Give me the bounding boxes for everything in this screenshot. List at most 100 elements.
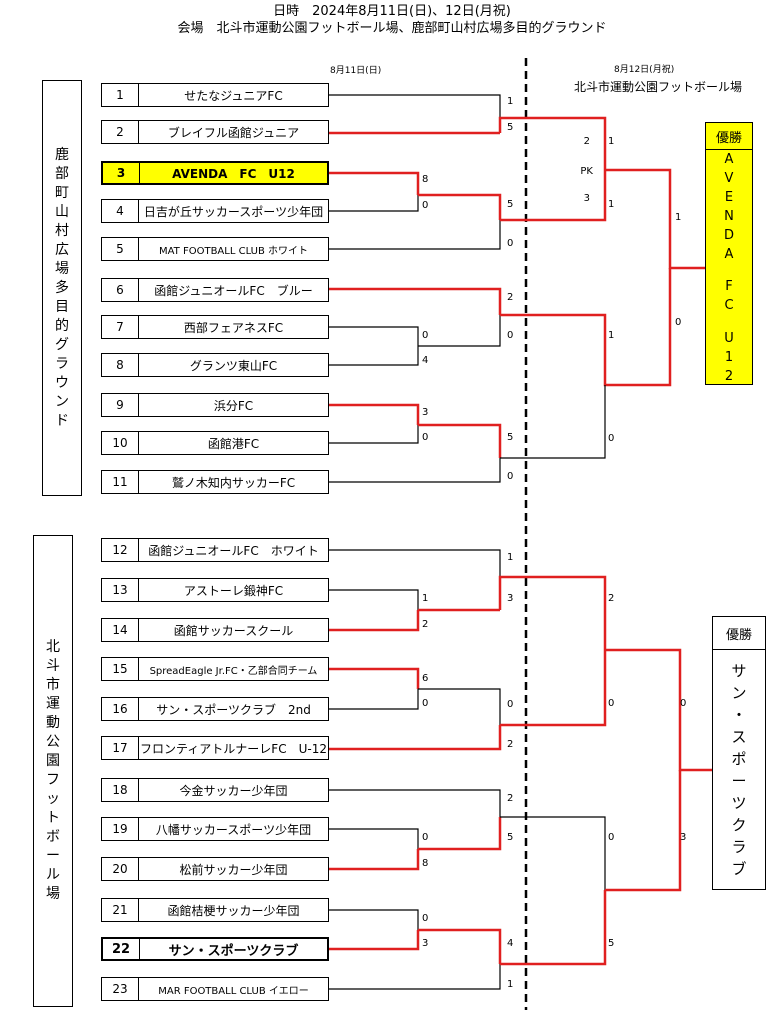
bracket-line xyxy=(418,688,501,725)
team-number: 23 xyxy=(102,978,139,1000)
team-name: 松前サッカー少年団 xyxy=(179,862,288,877)
team-number: 15 xyxy=(102,658,139,680)
team-number: 9 xyxy=(102,394,139,416)
day2-label: 8月12日(月祝) xyxy=(614,65,675,75)
bracket-line xyxy=(500,385,606,459)
team-name: 函館桔梗サッカー少年団 xyxy=(167,903,300,918)
score-label: 3 xyxy=(422,407,428,418)
venue-char: 場 xyxy=(55,260,69,277)
champion-char: 2 xyxy=(724,369,734,385)
team-number: 22 xyxy=(103,939,140,959)
bracket-line xyxy=(418,315,501,347)
score-label: 0 xyxy=(507,699,513,710)
score-label: 2 xyxy=(422,619,428,630)
bracket-line xyxy=(329,346,419,366)
team-name: AVENDA FC U12 xyxy=(172,166,295,181)
team-number: 5 xyxy=(102,238,139,260)
score-label: 8 xyxy=(422,174,428,185)
team-name: MAT FOOTBALL CLUB ホワイト xyxy=(158,245,309,257)
bracket-line xyxy=(329,94,501,133)
team-entry: 5 MAT FOOTBALL CLUB ホワイト xyxy=(101,237,329,261)
score-label: 1 xyxy=(422,593,428,604)
bracket-line xyxy=(329,789,501,817)
winner-path xyxy=(500,170,607,222)
bracket-line xyxy=(329,589,419,610)
team-name: フロンティアトルナーレFC U-12 xyxy=(140,741,327,756)
team-number: 4 xyxy=(102,200,139,222)
bracket-line xyxy=(329,964,501,990)
venue-char: 北 xyxy=(46,639,60,655)
venue-char: ン xyxy=(55,393,69,410)
team-number: 1 xyxy=(102,84,139,106)
venue-char: 部 xyxy=(55,165,69,182)
event-venues: 会場 北斗市運動公園フットボール場、鹿部町山村広場多目的グラウンド xyxy=(177,21,607,36)
score-label: 5 xyxy=(507,832,513,843)
venue-char: ー xyxy=(46,848,60,864)
champion-char: ・ xyxy=(731,706,747,724)
champion-char: ブ xyxy=(731,860,747,878)
score-label: 0 xyxy=(680,698,686,709)
day1-label: 8月11日(日) xyxy=(330,66,382,76)
champion-char: A xyxy=(724,246,734,262)
winner-path xyxy=(329,610,420,632)
score-label: 3 xyxy=(507,593,513,604)
venue-char: 山 xyxy=(55,203,69,220)
champion-char: ー xyxy=(731,772,747,790)
champion-char: U xyxy=(724,331,734,347)
score-label: 0 xyxy=(608,433,614,444)
champion-char: F xyxy=(725,279,733,295)
team-name: 日吉が丘サッカースポーツ少年団 xyxy=(143,204,324,219)
bracket-line xyxy=(329,828,419,849)
team-number: 10 xyxy=(102,432,139,454)
event-dates: 日時 2024年8月11日(日)、12日(月祝) xyxy=(273,4,511,19)
champion-char: ス xyxy=(731,728,747,746)
score-label: 0 xyxy=(422,832,428,843)
score-label: 5 xyxy=(507,199,513,210)
team-number: 6 xyxy=(102,279,139,301)
winner-path xyxy=(605,648,712,772)
bracket-line xyxy=(500,816,606,890)
score-label: 1 xyxy=(507,552,513,563)
champion-char: D xyxy=(723,227,734,243)
venue-b-label: 北斗市運動公園フットボール場 xyxy=(33,535,73,1007)
champion-char: 1 xyxy=(724,350,734,366)
bracket-line xyxy=(329,425,419,444)
score-label: 0 xyxy=(608,832,614,843)
score-label: 0 xyxy=(422,330,428,341)
score-label: 1 xyxy=(507,979,513,990)
winner-path xyxy=(498,575,607,650)
venue-char: ボ xyxy=(46,829,60,845)
champion-char: ン xyxy=(731,684,747,702)
score-label: 2 xyxy=(507,793,513,804)
score-label: 5 xyxy=(608,938,614,949)
venue-char: 場 xyxy=(46,886,60,902)
venue-char: 広 xyxy=(55,241,69,258)
winner-path xyxy=(329,667,420,689)
score-label: 0 xyxy=(422,698,428,709)
team-name: 函館港FC xyxy=(207,436,260,451)
champion-box-b: 優勝 サン・スポーツクラブ xyxy=(712,616,766,890)
score-label: 0 xyxy=(422,200,428,211)
winner-path xyxy=(418,423,502,458)
team-name: 今金サッカー少年団 xyxy=(179,783,288,798)
champion-char: ポ xyxy=(731,750,747,768)
winner-path xyxy=(329,849,420,871)
champion-char: V xyxy=(724,170,734,186)
score-label: 3 xyxy=(680,832,686,843)
winner-path xyxy=(605,770,682,892)
score-label: PK xyxy=(580,166,593,177)
score-label: 2 xyxy=(584,136,590,147)
venue-char: 公 xyxy=(46,734,60,750)
team-name: 浜分FC xyxy=(213,398,254,413)
